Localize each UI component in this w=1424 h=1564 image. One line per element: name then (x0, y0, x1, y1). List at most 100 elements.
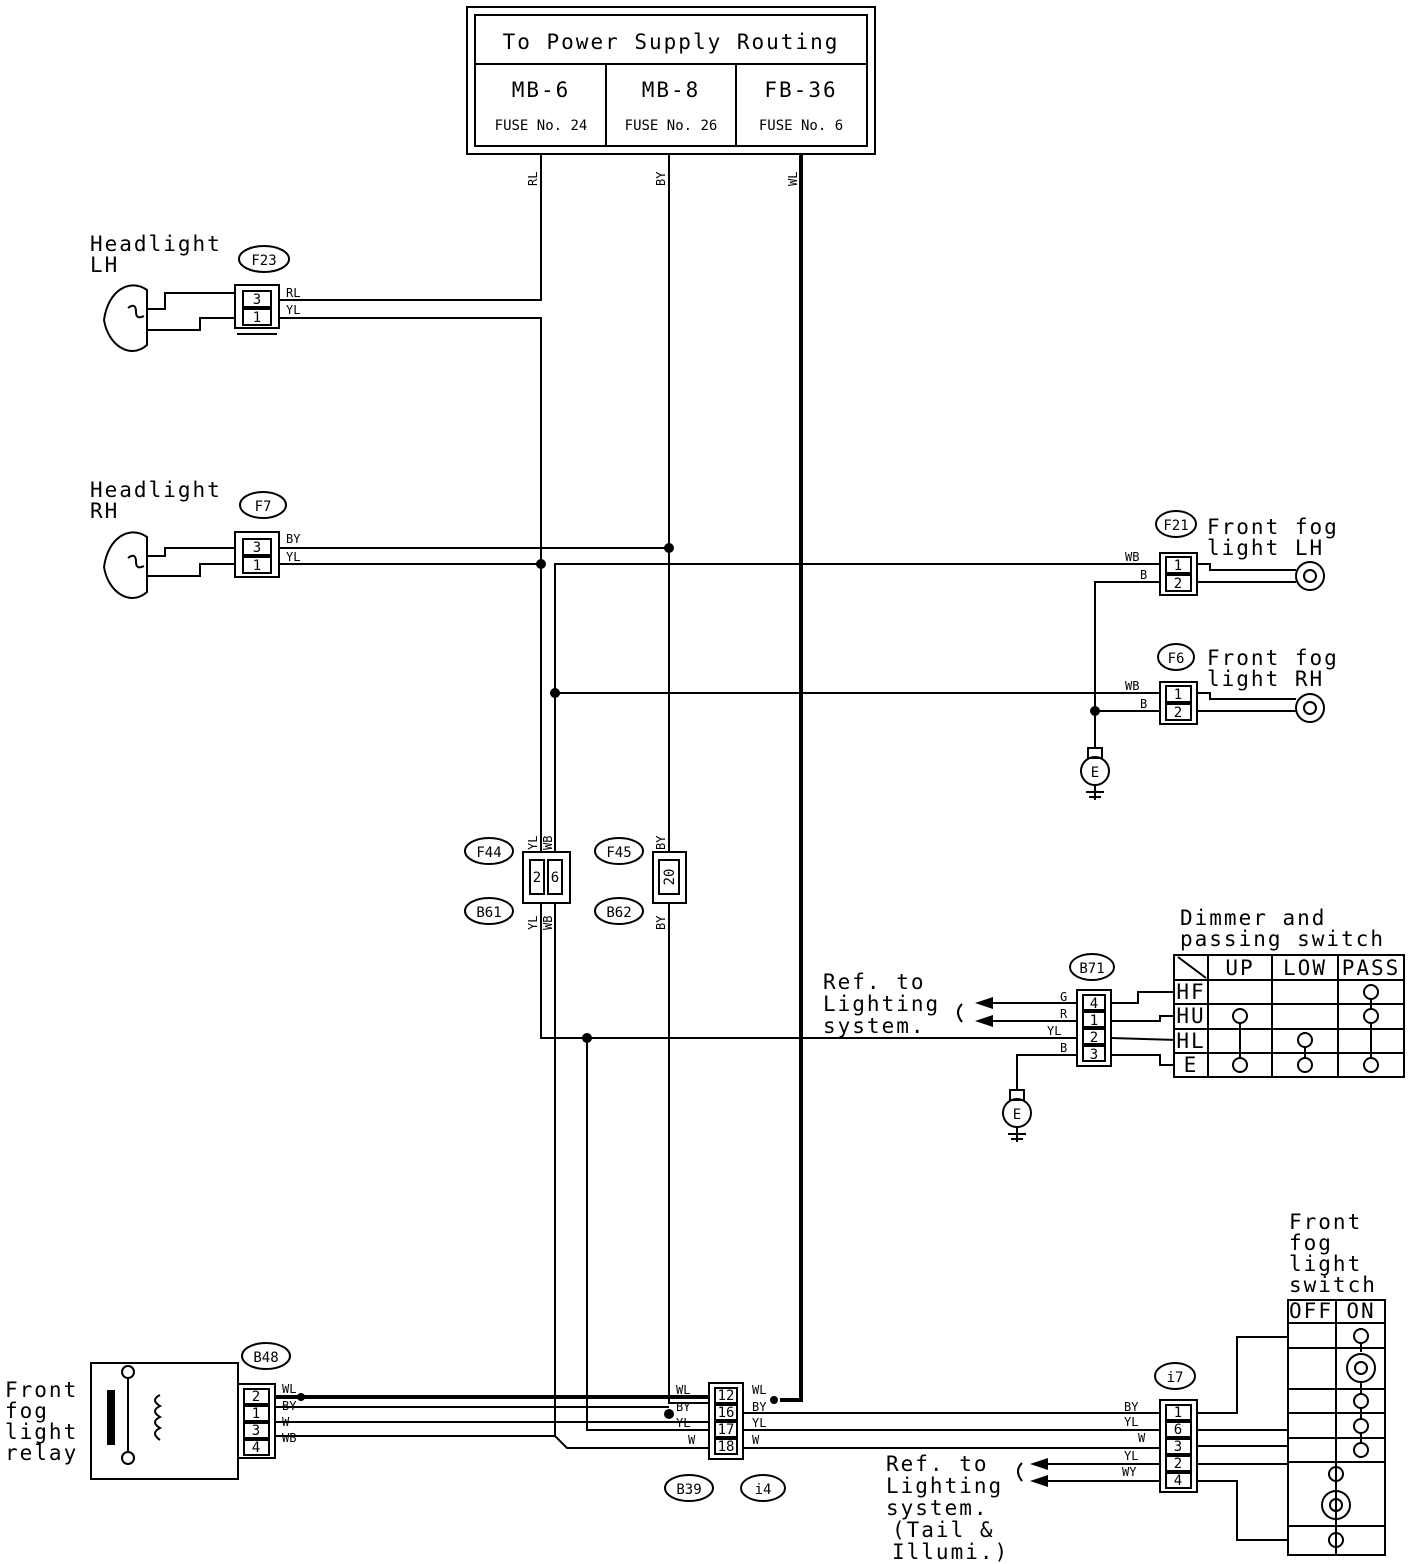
bulb-icon (102, 531, 148, 599)
svg-text:1: 1 (252, 1406, 260, 1422)
svg-text:6: 6 (551, 870, 559, 886)
svg-text:YL: YL (1124, 1449, 1138, 1463)
svg-text:1: 1 (1174, 558, 1182, 574)
svg-text:i7: i7 (1167, 1370, 1184, 1386)
svg-text:E: E (1091, 765, 1099, 781)
svg-text:WL: WL (282, 1382, 296, 1396)
svg-text:Headlight: Headlight (90, 478, 222, 502)
svg-text:W: W (1138, 1431, 1146, 1445)
ground-symbol-2: E (1002, 1089, 1032, 1142)
svg-text:Lighting: Lighting (823, 992, 940, 1016)
fog-bulb-icon (1295, 693, 1325, 723)
svg-text:1: 1 (253, 558, 261, 574)
svg-text:E: E (1184, 1053, 1199, 1077)
fog-light-rh: F6 Front fog light RH 1 2 WB B (1125, 643, 1337, 725)
svg-text:F6: F6 (1168, 651, 1185, 667)
svg-text:18: 18 (718, 1439, 735, 1455)
svg-text:3: 3 (252, 1423, 260, 1439)
svg-text:system.: system. (886, 1496, 989, 1520)
svg-text:Front: Front (1289, 1210, 1362, 1234)
svg-text:3: 3 (253, 540, 261, 556)
svg-text:B71: B71 (1079, 961, 1104, 977)
svg-text:F45: F45 (606, 845, 631, 861)
svg-text:relay: relay (5, 1441, 78, 1465)
svg-text:passing switch: passing switch (1180, 927, 1385, 951)
svg-text:WY: WY (1122, 1465, 1137, 1479)
svg-text:2: 2 (1174, 705, 1182, 721)
svg-text:3: 3 (1174, 1439, 1182, 1455)
svg-text:system.: system. (823, 1014, 926, 1038)
svg-text:YL: YL (526, 916, 540, 930)
svg-text:20: 20 (662, 869, 678, 886)
svg-text:RL: RL (286, 286, 300, 300)
svg-text:HL: HL (1176, 1029, 1205, 1053)
fog-light-lh: F21 Front fog light LH 1 2 WB B (1125, 510, 1339, 596)
svg-text:17: 17 (718, 1422, 735, 1438)
bulb-icon (102, 284, 148, 352)
svg-text:WB: WB (541, 836, 555, 850)
fog-light-switch: Front fog light switch OFF ON (1287, 1210, 1386, 1556)
svg-text:1: 1 (253, 310, 261, 326)
svg-text:(Tail &: (Tail & (892, 1518, 995, 1542)
svg-text:light LH: light LH (1207, 536, 1324, 560)
svg-text:B39: B39 (676, 1482, 701, 1498)
power-supply-box: To Power Supply Routing MB-6 FUSE No. 24… (466, 6, 876, 155)
svg-text:BY: BY (282, 1399, 297, 1413)
fuse-no-26: FUSE No. 26 (625, 118, 718, 134)
svg-text:Illumi.): Illumi.) (892, 1540, 1009, 1564)
svg-text:B: B (1140, 697, 1147, 711)
svg-text:BY: BY (1124, 1400, 1139, 1414)
svg-text:WB: WB (541, 916, 555, 930)
connector-b71: B71 4 1 2 3 G R YL B (1047, 953, 1115, 1067)
svg-text:UP: UP (1225, 956, 1254, 980)
svg-text:4: 4 (252, 1440, 260, 1456)
fog-bulb-icon (1295, 561, 1325, 591)
svg-text:2: 2 (1090, 1030, 1098, 1046)
connector-b39-i4: 12 16 17 18 WL BY YL W WL BY YL W B39 i4 (664, 1382, 786, 1502)
svg-text:2: 2 (1174, 1456, 1182, 1472)
svg-text:Ref. to: Ref. to (823, 970, 926, 994)
svg-text:R: R (1060, 1007, 1068, 1021)
svg-text:YL: YL (1124, 1415, 1138, 1429)
fuse-no-6: FUSE No. 6 (759, 118, 843, 134)
svg-text:2: 2 (252, 1389, 260, 1405)
svg-text:1: 1 (1174, 1405, 1182, 1421)
connector-f44-b61: F44 B61 2 6 YL WB YL WB (464, 836, 571, 930)
headlight-lh-label: Headlight (90, 232, 222, 256)
svg-text:fog: fog (1289, 1231, 1333, 1255)
svg-text:W: W (752, 1433, 760, 1447)
svg-text:RL: RL (526, 172, 540, 186)
svg-text:LOW: LOW (1283, 956, 1327, 980)
svg-text:light RH: light RH (1207, 667, 1324, 691)
svg-text:B: B (1060, 1041, 1067, 1055)
ground-symbol-1: E (1080, 747, 1110, 800)
headlight-lh-side: LH (90, 253, 119, 277)
junction-dots (297, 543, 1100, 1419)
svg-text:1: 1 (1090, 1013, 1098, 1029)
svg-text:W: W (688, 1433, 696, 1447)
svg-text:light: light (5, 1420, 78, 1444)
svg-text:fog: fog (5, 1399, 49, 1423)
svg-text:OFF: OFF (1289, 1299, 1333, 1323)
svg-text:F44: F44 (476, 845, 501, 861)
svg-text:BY: BY (676, 1400, 691, 1414)
svg-text:switch: switch (1289, 1273, 1377, 1297)
svg-text:4: 4 (1174, 1473, 1182, 1489)
fog-light-relay: Front fog light relay B48 2 1 3 4 WL BY … (5, 1342, 297, 1480)
fuse-box-mb6: MB-6 (512, 78, 571, 102)
svg-text:BY: BY (654, 835, 668, 850)
svg-text:Front fog: Front fog (1207, 515, 1339, 539)
svg-text:BY: BY (286, 532, 301, 546)
svg-text:G: G (1060, 990, 1067, 1004)
svg-text:B48: B48 (253, 1350, 278, 1366)
ref-lighting-2: Ref. to Lighting system. (Tail & Illumi.… (886, 1452, 1023, 1564)
connector-i7: i7 1 6 3 2 4 BY YL W YL WY (1122, 1362, 1198, 1493)
svg-text:YL: YL (286, 303, 300, 317)
svg-text:Ref. to: Ref. to (886, 1452, 989, 1476)
svg-text:BY: BY (654, 171, 668, 186)
svg-text:WB: WB (282, 1431, 296, 1445)
wires (128, 154, 1296, 1541)
svg-text:3: 3 (1090, 1047, 1098, 1063)
